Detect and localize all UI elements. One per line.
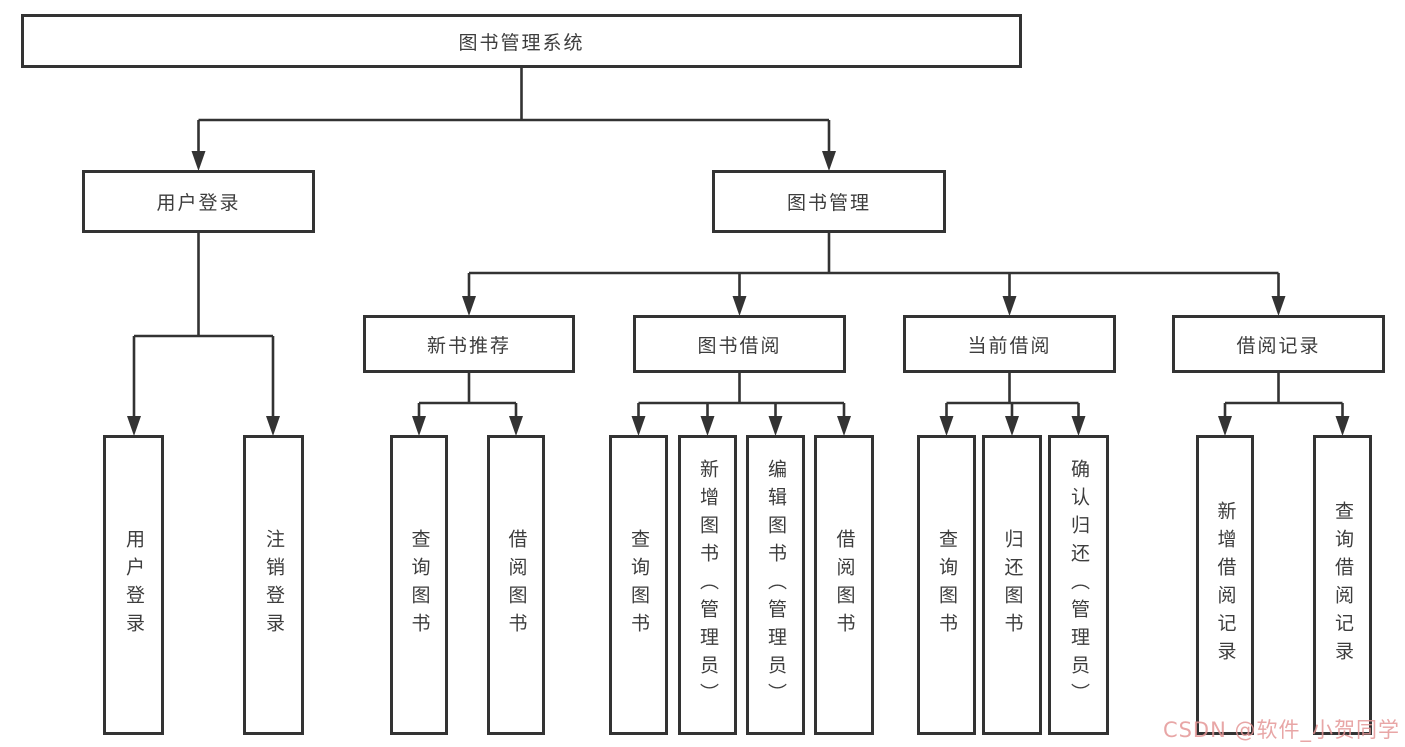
arrowhead-icon xyxy=(412,416,426,436)
node-label: 新增图书（管理员） xyxy=(697,459,719,711)
connector-book-borrow-branch xyxy=(637,373,846,418)
arrowhead-icon xyxy=(700,416,715,436)
leaf-return-books: 归还图书 xyxy=(982,435,1042,735)
node-label: 查询图书 xyxy=(936,529,958,641)
arrowhead-icon xyxy=(768,416,783,436)
node-book-management: 图书管理 xyxy=(712,170,946,233)
node-label: 查询图书 xyxy=(628,529,650,641)
leaf-add-borrow-record: 新增借阅记录 xyxy=(1196,435,1254,735)
node-label: 用户登录 xyxy=(156,192,241,214)
node-book-borrow: 图书借阅 xyxy=(633,315,846,373)
arrowhead-icon xyxy=(1002,296,1017,316)
arrowhead-icon xyxy=(462,296,476,316)
leaf-edit-books-admin: 编辑图书（管理员） xyxy=(746,435,805,735)
node-label: 归还图书 xyxy=(1001,529,1024,641)
node-label: 当前借阅 xyxy=(967,334,1052,357)
node-label: 用户登录 xyxy=(123,529,145,641)
arrowhead-icon xyxy=(631,416,646,436)
node-label: 图书借阅 xyxy=(697,334,782,357)
node-label: 图书管理系统 xyxy=(458,31,585,54)
node-label: 借阅图书 xyxy=(505,529,528,641)
connector-book-mgmt-branch xyxy=(467,233,1280,298)
arrowhead-icon xyxy=(1218,416,1232,436)
node-label: 借阅图书 xyxy=(833,529,856,641)
node-borrow-records: 借阅记录 xyxy=(1172,315,1385,373)
leaf-query-borrow-record: 查询借阅记录 xyxy=(1313,435,1372,735)
leaf-add-books-admin: 新增图书（管理员） xyxy=(678,435,737,735)
connector-borrow-record-branch xyxy=(1223,373,1344,418)
arrowhead-icon xyxy=(1071,416,1086,436)
arrowhead-icon xyxy=(822,151,836,171)
leaf-query-books-2: 查询图书 xyxy=(609,435,668,735)
arrowhead-icon xyxy=(939,416,954,436)
arrowhead-icon xyxy=(1335,416,1350,436)
node-current-borrow: 当前借阅 xyxy=(903,315,1116,373)
connector-root-to-level1 xyxy=(197,68,831,153)
leaf-query-books-1: 查询图书 xyxy=(390,435,448,735)
node-label: 注销登录 xyxy=(263,529,285,641)
node-label: 查询图书 xyxy=(408,529,431,641)
arrowhead-icon xyxy=(191,151,206,171)
leaf-user-login: 用户登录 xyxy=(103,435,164,735)
node-label: 图书管理 xyxy=(786,192,871,214)
arrowhead-icon xyxy=(1005,416,1019,436)
leaf-query-books-3: 查询图书 xyxy=(917,435,976,735)
leaf-logout: 注销登录 xyxy=(243,435,304,735)
node-label: 确认归还（管理员） xyxy=(1068,459,1090,711)
leaf-borrow-books-2: 借阅图书 xyxy=(814,435,874,735)
node-new-book-recommend: 新书推荐 xyxy=(363,315,575,373)
node-label: 新增借阅记录 xyxy=(1214,501,1237,669)
arrowhead-icon xyxy=(127,416,141,436)
connector-current-borrow-branch xyxy=(945,373,1080,418)
leaf-borrow-books-1: 借阅图书 xyxy=(487,435,545,735)
arrowhead-icon xyxy=(1271,296,1286,316)
node-label: 新书推荐 xyxy=(426,334,511,357)
connector-user-login-branch xyxy=(132,233,275,418)
arrowhead-icon xyxy=(266,416,280,436)
arrowhead-icon xyxy=(732,296,747,316)
leaf-confirm-return-admin: 确认归还（管理员） xyxy=(1048,435,1109,735)
node-root-system: 图书管理系统 xyxy=(21,14,1022,68)
arrowhead-icon xyxy=(837,416,851,436)
connector-new-book-branch xyxy=(417,373,518,418)
node-label: 查询借阅记录 xyxy=(1332,501,1354,669)
arrowhead-icon xyxy=(509,416,523,436)
node-user-login: 用户登录 xyxy=(82,170,315,233)
node-label: 借阅记录 xyxy=(1236,334,1321,357)
node-label: 编辑图书（管理员） xyxy=(765,459,787,711)
